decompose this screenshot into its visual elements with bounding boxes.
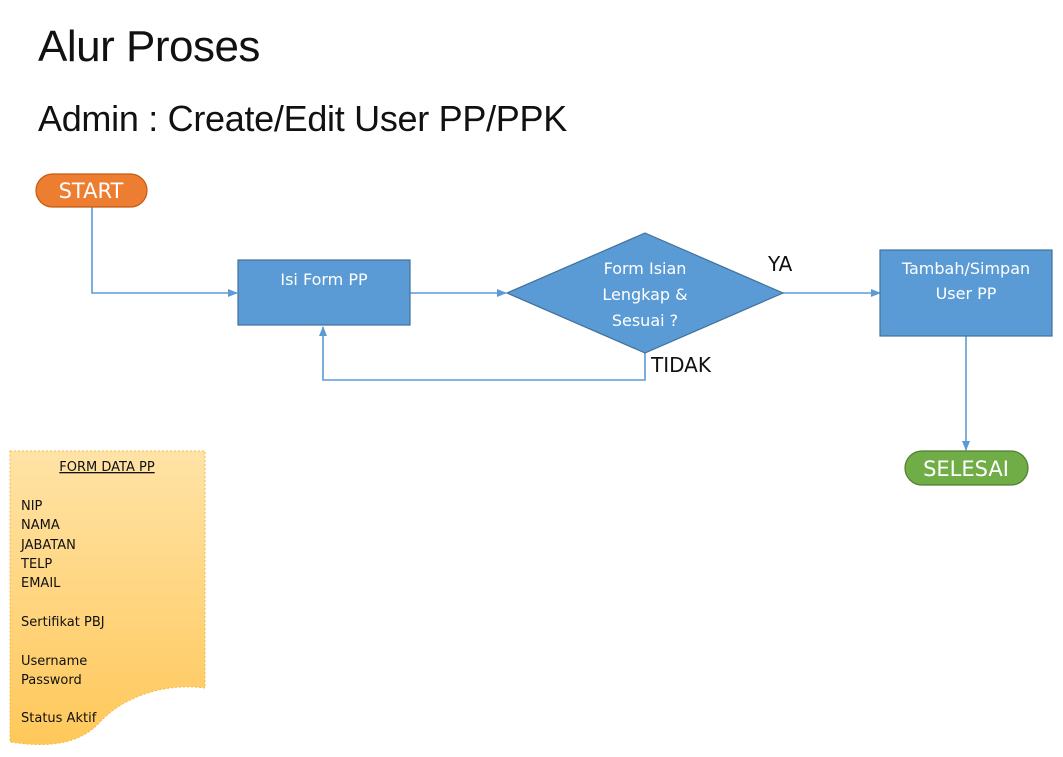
form-data-card: FORM DATA PP NIP NAMA JABATAN TELP EMAIL… [9, 450, 206, 746]
selesai-node: SELESAI [904, 450, 1029, 486]
edge-start-to-form [91, 207, 238, 297]
form-field-status: Status Aktif [21, 711, 97, 726]
isi-form-label: Isi Form PP [280, 270, 368, 289]
form-field-username: Username [21, 654, 87, 669]
selesai-label: SELESAI [923, 457, 1009, 481]
start-node: START [35, 173, 148, 208]
form-field-email: EMAIL [21, 576, 61, 591]
decision-label-line-1: Form Isian [604, 259, 687, 278]
form-field-sertifikat: Sertifikat PBJ [21, 615, 105, 630]
form-field-telp: TELP [20, 557, 52, 572]
form-field-password: Password [21, 673, 82, 688]
form-card-title: FORM DATA PP [59, 460, 155, 475]
form-field-jabatan: JABATAN [20, 538, 76, 553]
decision-label-line-3: Sesuai ? [612, 311, 678, 330]
decision-node: Form Isian Lengkap & Sesuai ? [505, 232, 785, 354]
form-field-nip: NIP [21, 499, 43, 514]
tambah-node: Tambah/Simpan User PP [879, 249, 1053, 337]
tambah-label-line-1: Tambah/Simpan [901, 259, 1030, 278]
edge-decision-no [319, 326, 646, 381]
isi-form-node: Isi Form PP [237, 259, 411, 326]
page-subtitle: Admin : Create/Edit User PP/PPK [38, 98, 567, 139]
tambah-label-line-2: User PP [936, 284, 997, 303]
page-title: Alur Proses [38, 22, 260, 71]
edge-label-yes: YA [767, 252, 793, 276]
decision-label-line-2: Lengkap & [602, 285, 687, 304]
edge-label-no: TIDAK [650, 353, 712, 377]
start-label: START [59, 179, 124, 203]
form-field-nama: NAMA [21, 518, 60, 533]
